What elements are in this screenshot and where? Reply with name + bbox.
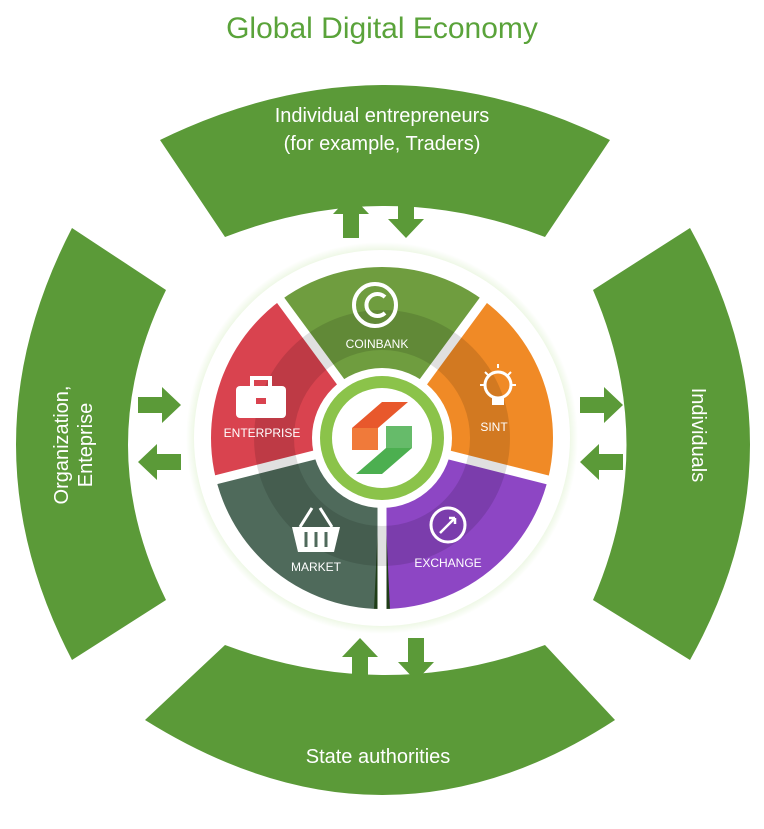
flow-arrows xyxy=(138,195,623,681)
segment-individuals xyxy=(593,228,750,660)
label-coinbank: COINBANK xyxy=(346,337,409,351)
exchange-icon xyxy=(429,506,467,544)
arrow-down-top-icon xyxy=(388,195,424,238)
arrow-up-top-icon xyxy=(333,195,369,238)
label-sint: SINT xyxy=(480,420,508,434)
label-organization-1: Organization, xyxy=(51,386,73,505)
arrow-down-bottom-icon xyxy=(398,638,434,681)
label-enterprise: ENTERPRISE xyxy=(224,426,301,440)
diagram-title: Global Digital Economy xyxy=(226,12,538,45)
sint-icon xyxy=(480,364,516,405)
market-basket-icon xyxy=(292,507,340,552)
center-logo-icon xyxy=(352,402,412,474)
label-organization-2: Enteprise xyxy=(75,403,97,488)
segment-individual-entrepreneurs xyxy=(160,85,610,237)
arrow-left-right-icon xyxy=(580,444,623,480)
outer-ring xyxy=(16,85,750,795)
central-disk xyxy=(186,242,578,634)
coinbank-icon xyxy=(352,282,398,328)
label-state-authorities: State authorities xyxy=(306,746,451,768)
segment-organization xyxy=(16,228,166,660)
arrow-up-bottom-icon xyxy=(342,638,378,681)
arrow-left-left-icon xyxy=(138,444,181,480)
label-market: MARKET xyxy=(291,560,342,574)
label-individuals: Individuals xyxy=(687,388,709,483)
arrow-right-left-icon xyxy=(138,387,181,423)
label-exchange: EXCHANGE xyxy=(414,556,481,570)
label-individual-entrepreneurs-1: Individual entrepreneurs xyxy=(275,105,490,127)
arrow-right-right-icon xyxy=(580,387,623,423)
enterprise-briefcase-icon xyxy=(236,376,286,418)
label-individual-entrepreneurs-2: (for example, Traders) xyxy=(284,133,481,155)
segment-state-authorities xyxy=(145,645,615,795)
sector-coinbank xyxy=(280,265,484,438)
